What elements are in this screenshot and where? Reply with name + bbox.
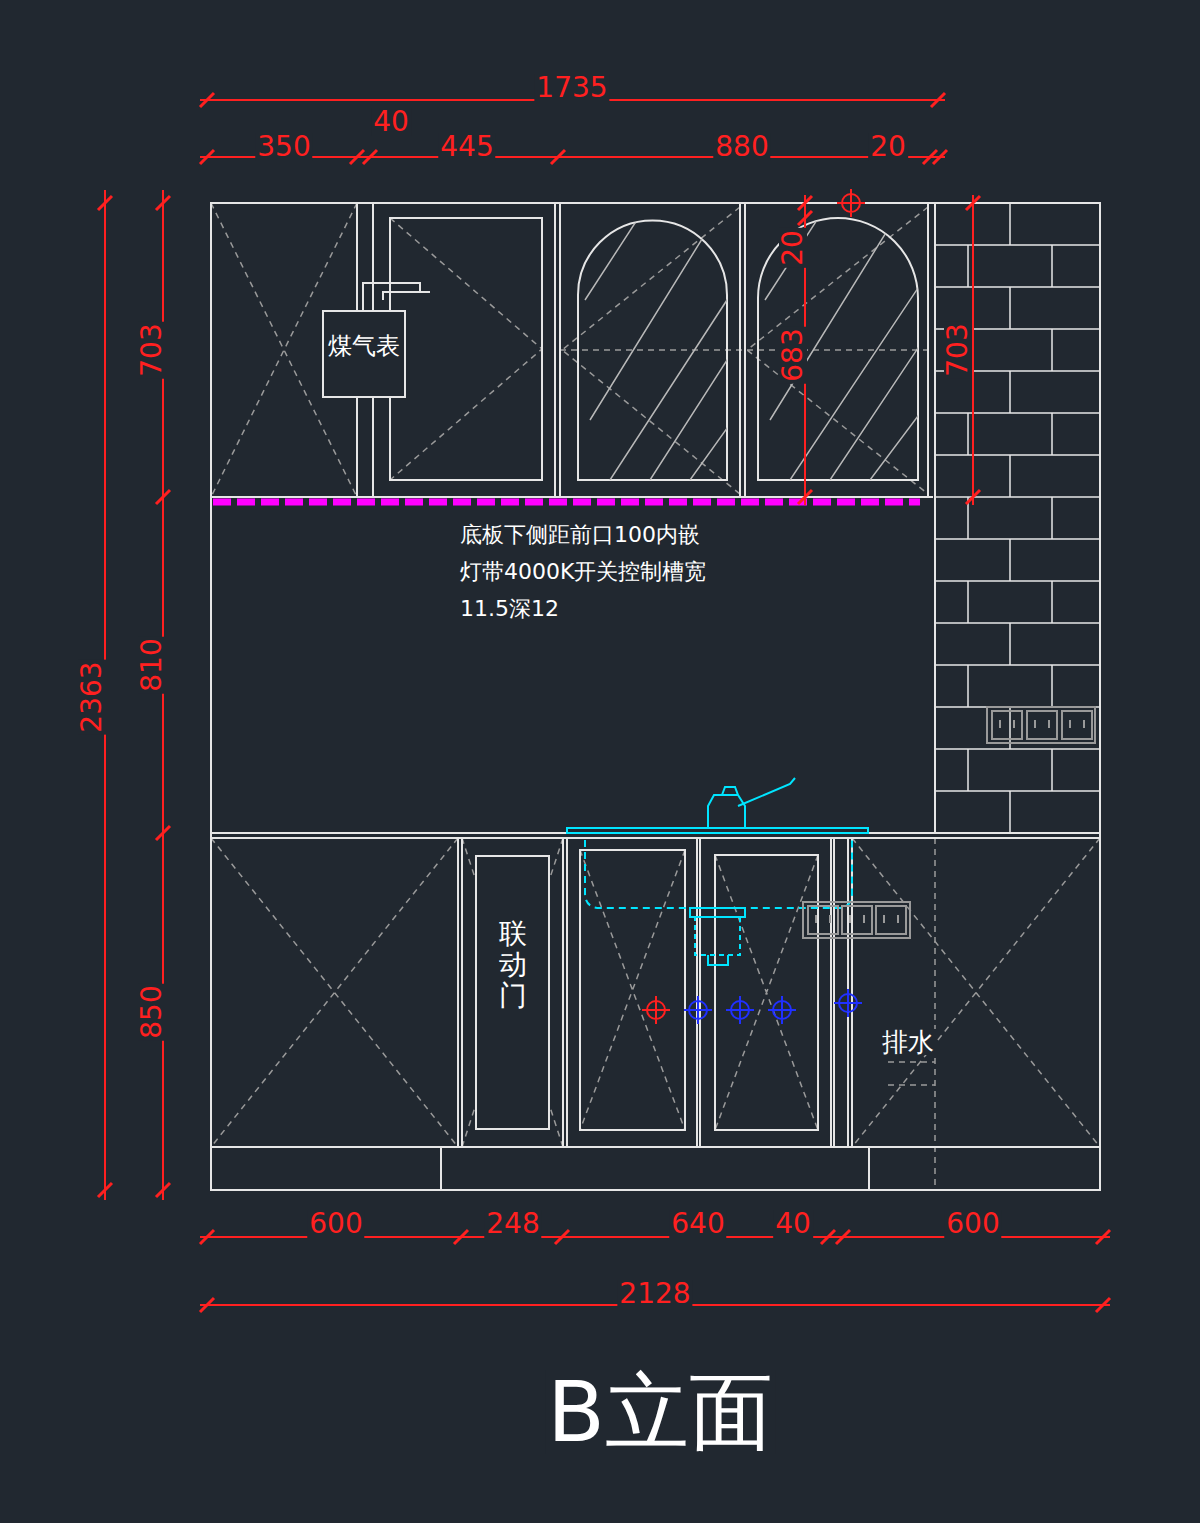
part-label: 排水	[880, 1029, 936, 1055]
door-panel	[580, 850, 685, 1130]
dimension: 850	[138, 983, 166, 1040]
sink-bowl	[585, 840, 852, 908]
brick-wall	[935, 203, 1100, 833]
dimension: 350	[255, 133, 312, 161]
socket-strip	[987, 707, 1095, 743]
dim-line	[105, 100, 1110, 1305]
door-panel	[715, 855, 818, 1130]
door-swing-lines	[211, 203, 1100, 1190]
dashed-swing	[390, 218, 542, 480]
dimension: 683	[779, 326, 807, 383]
dimension: 1735	[534, 74, 609, 102]
dimension: 40	[773, 1210, 813, 1238]
led-strip	[213, 499, 920, 506]
dimension: 2128	[617, 1280, 692, 1308]
dimension-lines	[98, 93, 1110, 1312]
node-text: 联动门	[499, 919, 527, 1011]
node-text: 煤气表	[324, 330, 404, 362]
note-text: 底板下侧距前口100内嵌 灯带4000K开关控制槽宽 11.5深12	[458, 516, 717, 627]
dimension: 20	[868, 133, 908, 161]
dimension: 600	[307, 1210, 364, 1238]
hatch-lines	[585, 200, 740, 480]
dashed-cross	[852, 838, 1100, 1147]
arched-glass	[758, 218, 918, 480]
sink-drain	[690, 908, 745, 917]
socket-strip	[803, 902, 910, 938]
glass-hatch	[585, 200, 930, 480]
brick-courses	[935, 245, 1100, 791]
sink-rim	[567, 828, 868, 833]
door-panel	[390, 218, 542, 480]
dimension: 445	[438, 133, 495, 161]
faucet	[708, 778, 795, 828]
plinth	[211, 1147, 1100, 1190]
point-marker	[837, 189, 865, 217]
sockets	[803, 707, 1095, 938]
dashed-cross	[462, 838, 563, 1147]
dimension: 40	[371, 108, 411, 136]
blue-points	[684, 989, 862, 1024]
sink-outlet	[708, 955, 728, 965]
dimension: 703	[138, 321, 166, 378]
dimension: 2363	[78, 659, 106, 734]
dimension: 600	[944, 1210, 1001, 1238]
gas-pipe	[363, 283, 430, 310]
dimension: 20	[779, 228, 807, 268]
upper-cabinet-dividers	[211, 203, 935, 833]
hatch-lines	[765, 200, 930, 480]
dimension: 640	[669, 1210, 726, 1238]
arched-glass	[578, 221, 727, 481]
linked-door-panel: 联动门	[475, 855, 550, 1130]
dimension: 810	[138, 636, 166, 693]
dimension: 703	[944, 321, 972, 378]
lower-cabinet-dividers	[458, 838, 852, 1147]
sink-trap	[695, 917, 740, 955]
gas-meter-box: 煤气表	[322, 310, 406, 398]
cabinet-lines	[211, 203, 1100, 1190]
dashed-cross	[211, 838, 458, 1147]
elevation-caption: B立面	[545, 1370, 775, 1454]
socket-units	[808, 906, 906, 934]
sink	[567, 778, 868, 965]
water-point	[642, 996, 670, 1024]
socket-units	[992, 711, 1092, 739]
dimension: 248	[484, 1210, 541, 1238]
dimension: 880	[713, 133, 770, 161]
dim-ticks	[98, 93, 1110, 1312]
drain-hidden-line	[888, 838, 935, 1190]
cabinet-outline	[211, 203, 1100, 1190]
water-point	[684, 989, 862, 1024]
